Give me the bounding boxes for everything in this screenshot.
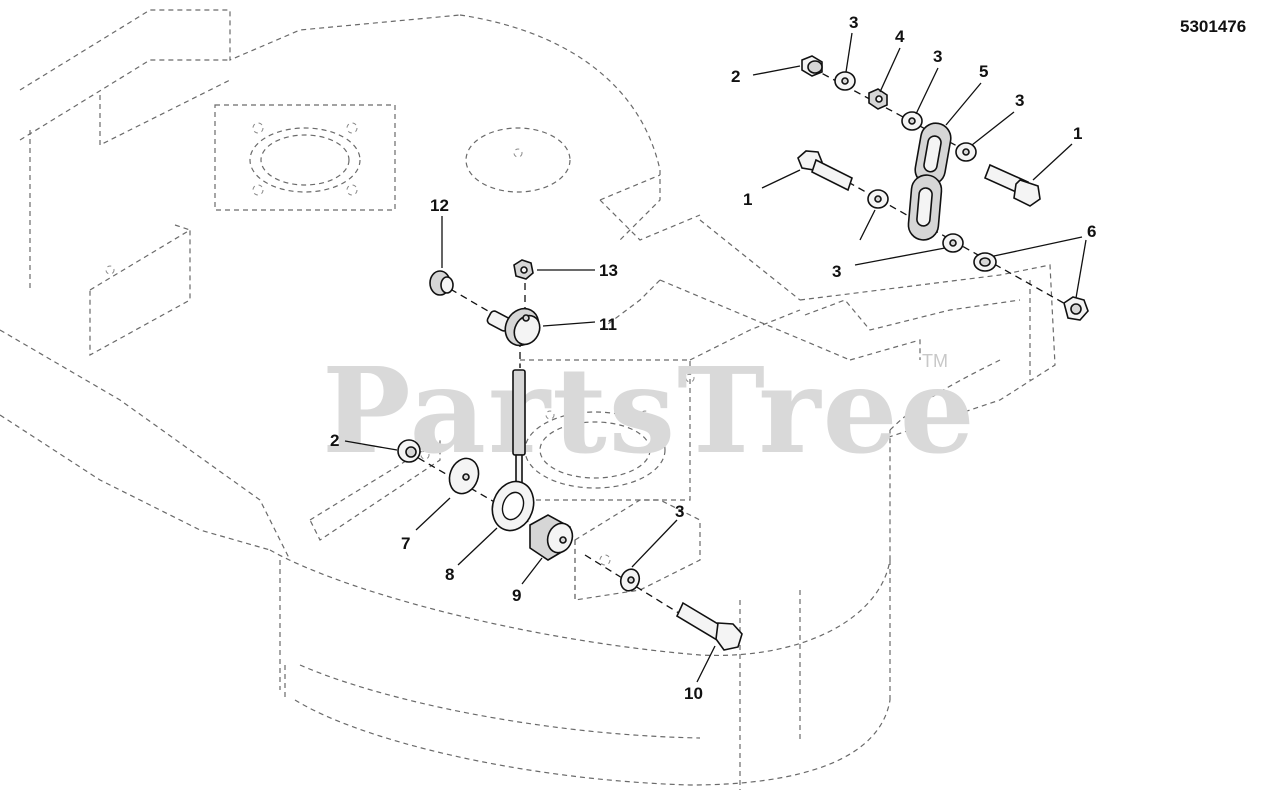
callout-1-right: 1 [1073,124,1082,143]
chain [907,122,952,241]
callout-10: 10 [684,684,703,703]
eye-bolt-8 [491,369,535,532]
callout-2-upper: 2 [731,67,740,86]
callout-2-lower: 2 [330,431,339,450]
callout-8: 8 [445,565,454,584]
callout-11: 11 [599,315,617,334]
callout-12: 12 [430,196,449,215]
callout-6: 6 [1087,222,1096,241]
nylon-nut-13 [513,259,534,280]
callout-13: 13 [599,261,618,280]
callout-3-right: 3 [1015,91,1024,110]
nut-small [868,88,888,110]
trunnion-11 [486,307,541,347]
callout-3-top: 3 [849,13,858,32]
washer-7 [448,457,480,495]
callout-3-bolt10: 3 [675,502,684,521]
chain-assembly [797,55,1089,321]
mower-deck-outline [0,9,1056,790]
callout-3-lower: 3 [832,262,841,281]
watermark-trademark: TM [922,351,948,371]
bolt-10 [675,601,743,651]
callout-5: 5 [979,62,988,81]
washer-3-lower [619,568,641,592]
diagram-id: 5301476 [1180,17,1246,36]
callout-labels: 2 3 4 3 5 3 1 1 6 3 12 13 11 2 7 8 9 3 1… [330,13,1096,703]
flange-nut-2 [397,439,421,463]
height-adjust-assembly [397,259,743,651]
flange-nut-upper [801,55,823,77]
hex-nut-far [1063,296,1089,321]
callout-7: 7 [401,534,410,553]
spacer-9 [529,514,574,561]
watermark-text: PartsTree [322,341,977,480]
bolt-right [983,163,1041,207]
callout-1-left: 1 [743,190,752,209]
leader-lines [344,32,1087,683]
flange-nut-lower [973,252,997,272]
callout-9: 9 [512,586,521,605]
callout-4: 4 [895,27,905,46]
callout-3-mid: 3 [933,47,942,66]
spacer-12 [429,270,454,296]
bolt-left [797,150,853,192]
